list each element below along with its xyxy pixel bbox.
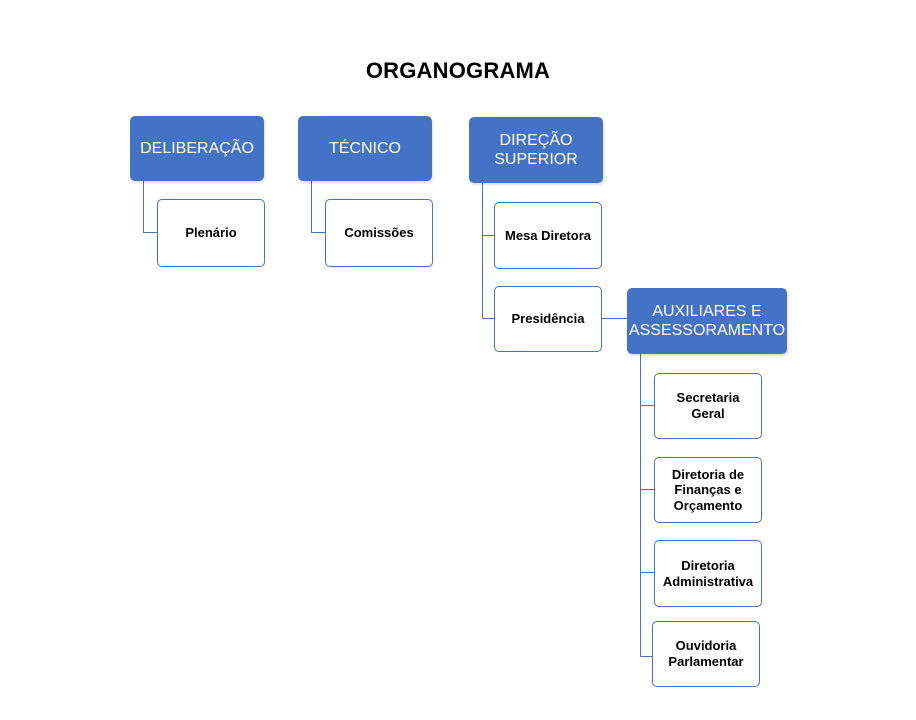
- node-diretoria-financas-label: Diretoria de Finanças e Orçamento: [671, 466, 745, 513]
- node-diretoria-administrativa[interactable]: Diretoria Administrativa: [654, 540, 762, 607]
- node-diretoria-administrativa-label: Diretoria Administrativa: [662, 557, 754, 589]
- node-direcao-superior[interactable]: DIREÇÃO SUPERIOR: [469, 117, 603, 183]
- node-auxiliares-assessoramento[interactable]: AUXILIARES E ASSESSORAMENTO: [627, 288, 787, 354]
- page-title: ORGANOGRAMA: [365, 58, 551, 83]
- node-comissoes-label: Comissões: [344, 225, 414, 241]
- node-presidencia-label: Presidência: [511, 311, 585, 327]
- node-presidencia[interactable]: Presidência: [494, 286, 602, 352]
- node-tecnico-label: TÉCNICO: [329, 139, 401, 157]
- node-direcao-superior-label: DIREÇÃO SUPERIOR: [494, 131, 578, 168]
- connector-tecnico-comissoes: [311, 181, 325, 233]
- node-ouvidoria-parlamentar-label: Ouvidoria Parlamentar: [668, 638, 744, 669]
- node-diretoria-financas[interactable]: Diretoria de Finanças e Orçamento: [654, 457, 762, 523]
- node-ouvidoria-parlamentar[interactable]: Ouvidoria Parlamentar: [652, 621, 760, 687]
- connector-deliberacao-plenario: [143, 181, 157, 233]
- node-mesa-diretora[interactable]: Mesa Diretora: [494, 202, 602, 269]
- node-mesa-diretora-label: Mesa Diretora: [505, 227, 591, 243]
- node-secretaria-geral[interactable]: Secretaria Geral: [654, 373, 762, 439]
- node-comissoes[interactable]: Comissões: [325, 199, 433, 267]
- node-deliberacao[interactable]: DELIBERAÇÃO: [130, 116, 264, 181]
- node-plenario-label: Plenário: [185, 225, 237, 241]
- node-secretaria-geral-label: Secretaria Geral: [676, 390, 740, 421]
- node-auxiliares-label: AUXILIARES E ASSESSORAMENTO: [628, 302, 786, 339]
- node-deliberacao-label: DELIBERAÇÃO: [140, 139, 254, 157]
- node-tecnico[interactable]: TÉCNICO: [298, 116, 432, 181]
- node-plenario[interactable]: Plenário: [157, 199, 265, 267]
